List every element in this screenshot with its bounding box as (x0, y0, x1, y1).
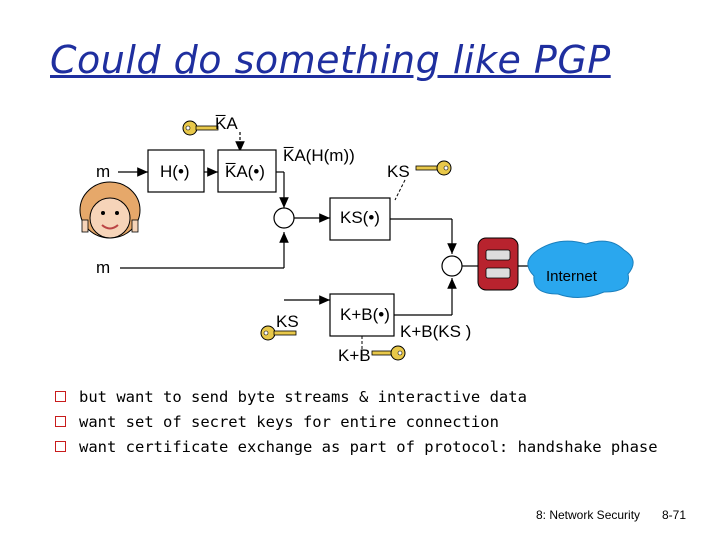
bullet-marker-icon (55, 441, 66, 452)
key-kb-plus-icon (371, 345, 406, 361)
label-kb-plus-key: K+B (338, 346, 371, 365)
hash-box (147, 149, 205, 193)
router-icon (477, 237, 519, 291)
key-ks-bottom-icon (260, 325, 297, 341)
label-hash: H(•) (160, 162, 190, 181)
alice-face-icon (79, 181, 141, 239)
concat-circle-top (273, 207, 295, 229)
bullet-marker-icon (55, 391, 66, 402)
bullet-list: but want to send byte streams & interact… (55, 388, 658, 463)
bullet-item: want certificate exchange as part of pro… (55, 438, 658, 463)
label-ka-minus: K̅A (215, 114, 238, 133)
sign-box (217, 149, 277, 193)
bullet-item: want set of secret keys for entire conne… (55, 413, 658, 438)
slide-title: Could do something like PGP (50, 38, 611, 82)
bullet-marker-icon (55, 416, 66, 427)
label-signed-hash: K̅A(H(m)) (283, 146, 355, 165)
key-ka-minus-icon (182, 120, 219, 136)
kb-encrypt-box (329, 293, 395, 337)
label-internet: Internet (546, 268, 597, 285)
label-sign: K̅A(•) (225, 162, 265, 181)
label-ks-encrypt: KS(•) (340, 208, 380, 227)
label-kb-plus-box: K+B(•) (340, 305, 390, 324)
label-kb-plus-ks: K+B(KS ) (400, 322, 472, 341)
footer-right: 8-71 (662, 508, 687, 522)
label-m-bottom: m (96, 258, 111, 277)
ks-encrypt-box (329, 197, 391, 241)
internet-cloud-icon (527, 240, 634, 298)
key-ks-top-icon (415, 160, 452, 176)
bullet-item: but want to send byte streams & interact… (55, 388, 658, 413)
label-m-top: m (96, 162, 111, 181)
label-ks-top: KS (387, 162, 410, 181)
label-ks-bottom: KS (276, 312, 299, 331)
footer-left: 8: Network Security (536, 508, 641, 522)
concat-circle-right (441, 255, 463, 277)
